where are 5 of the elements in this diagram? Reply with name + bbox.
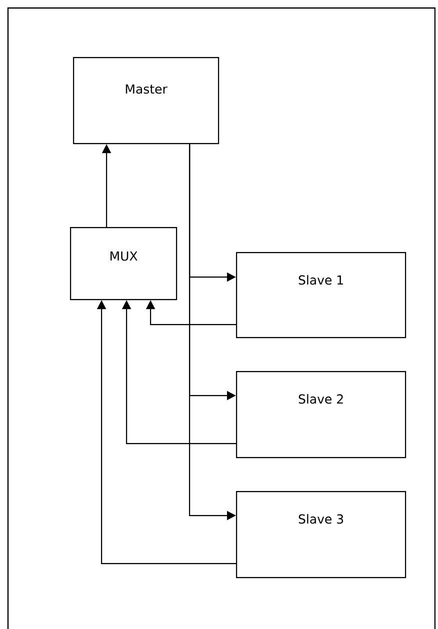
box: Slave 2 (236, 371, 406, 458)
box: Slave 3 (236, 491, 406, 578)
box: Master (73, 57, 220, 144)
box: MUX (70, 227, 178, 300)
box: Slave 1 (236, 252, 406, 338)
